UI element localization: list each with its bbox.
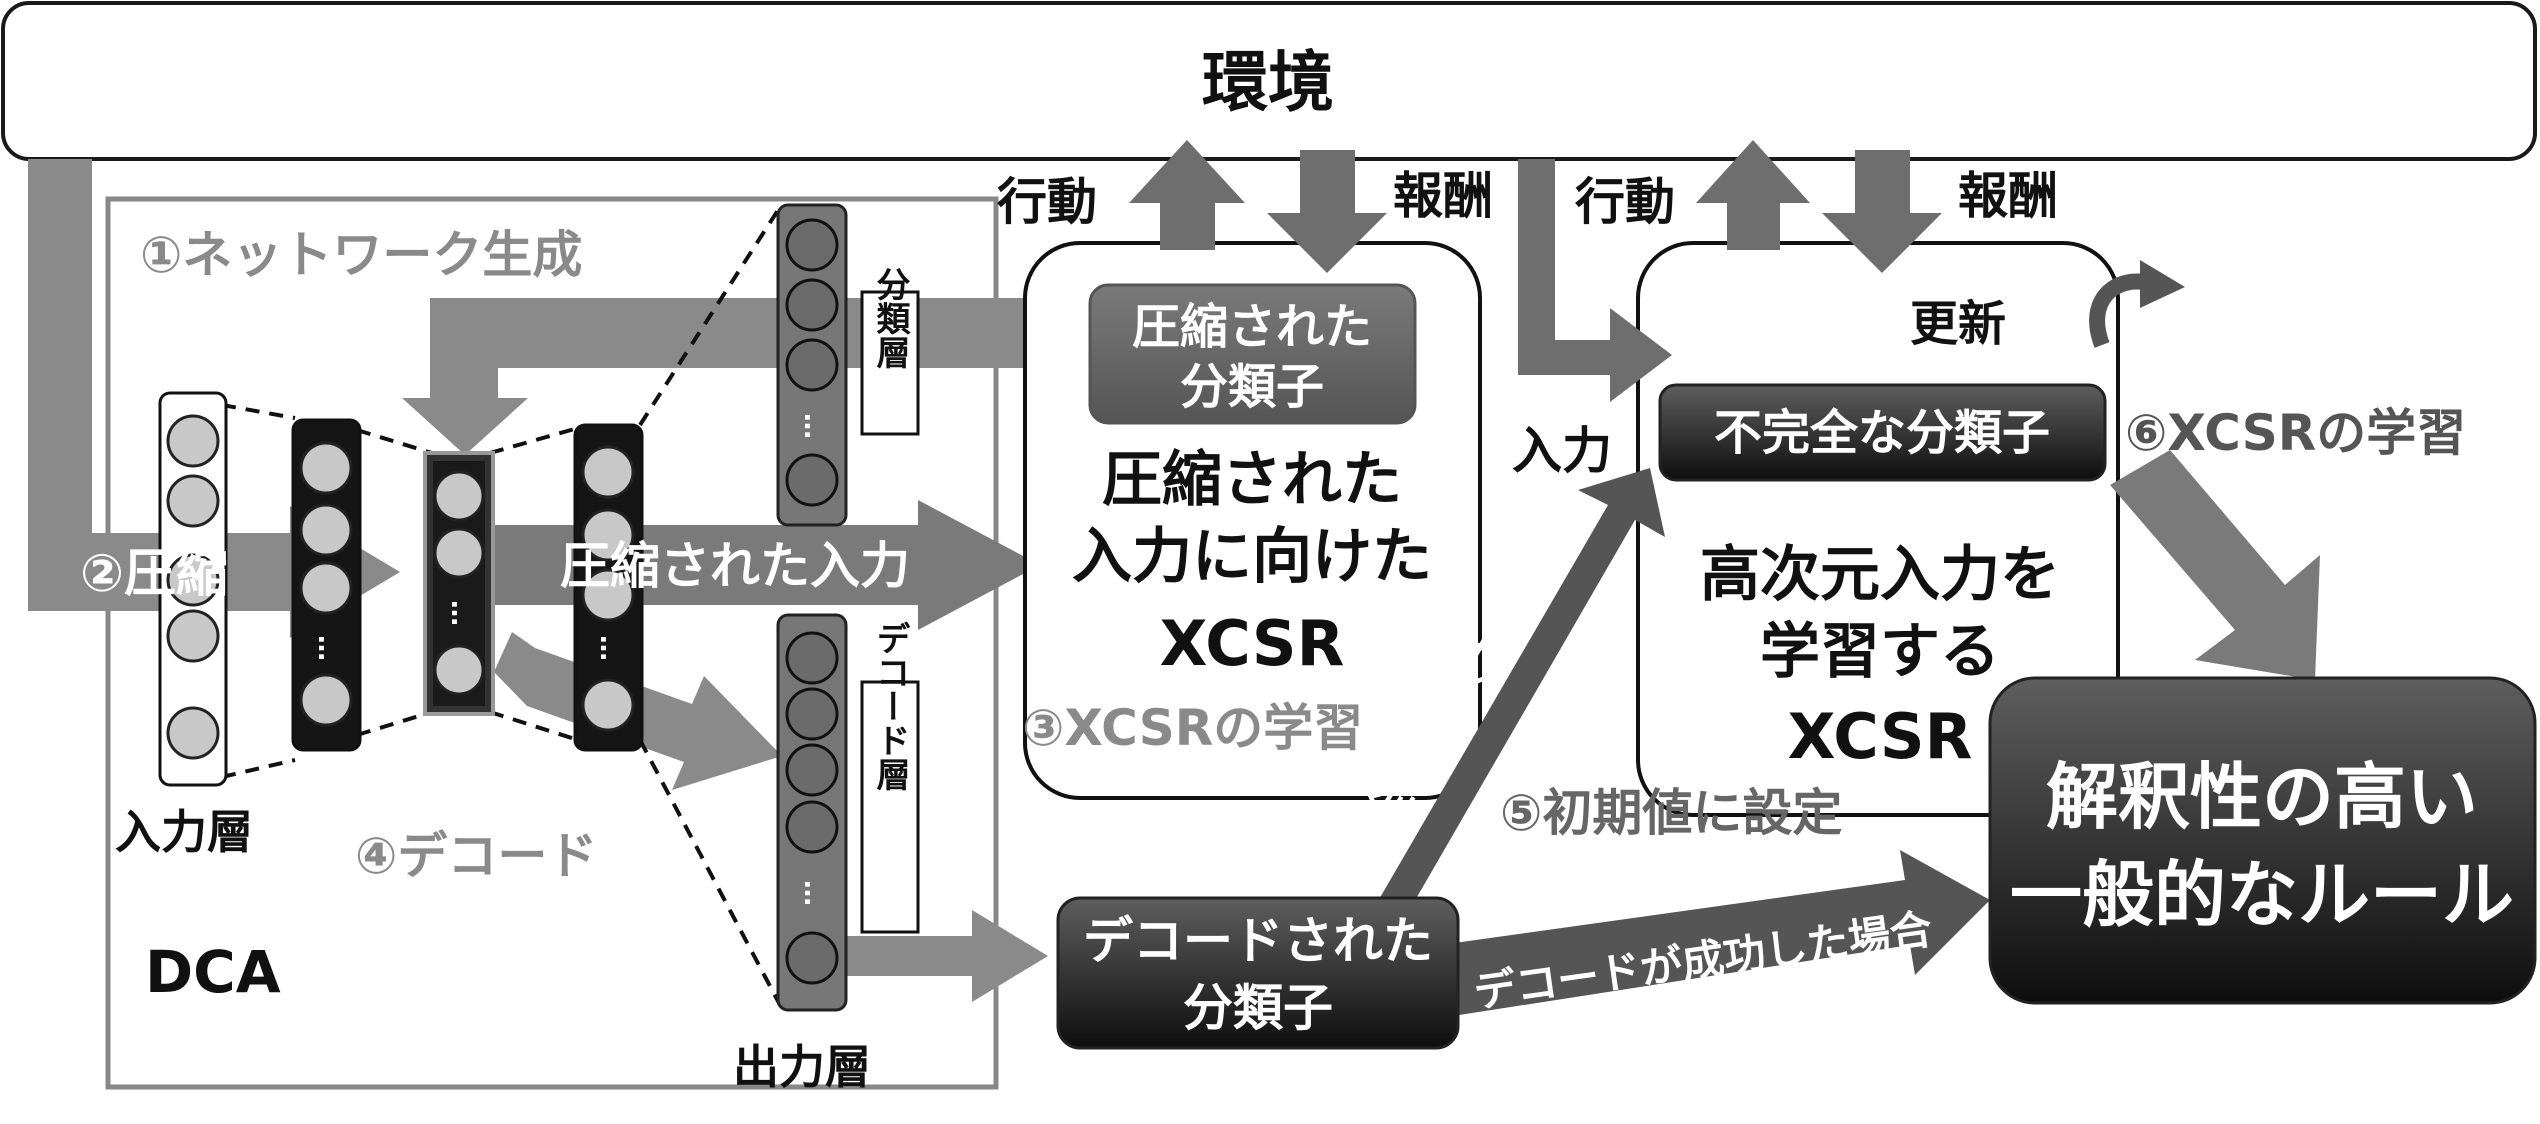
result-line2: 一般的なルール <box>2010 853 2514 937</box>
update-loop-arrow <box>2089 273 2152 348</box>
output-to-decoded-arrow <box>845 910 1048 1002</box>
step3-label: ③XCSRの学習 <box>1022 699 1363 757</box>
xcsr-high-title-2: 学習する <box>1760 617 2000 687</box>
hidden-layer-1-nodes <box>299 441 353 727</box>
environment-label: 環境 <box>1202 44 1334 121</box>
environment-box <box>1 1 2537 161</box>
result-box <box>1988 676 2537 1005</box>
network-connections <box>221 205 782 1006</box>
compressed-input-label: 圧縮された入力 <box>560 537 910 595</box>
update-loop-head <box>2140 260 2185 308</box>
classification-layer-nodes <box>785 218 839 507</box>
dca-frame <box>105 196 999 1090</box>
step5-label: ⑤初期値に設定 <box>1500 784 1842 842</box>
decode-layer-tag <box>860 680 920 934</box>
decode-layer-label: デコード層 <box>870 621 910 791</box>
hidden-layer-2-ellipsis: … <box>594 635 624 661</box>
input-label-right: 入力 <box>1512 422 1612 480</box>
xcsr-high-title-3: XCSR <box>1788 700 1973 773</box>
hidden-layer-2-nodes <box>581 445 635 732</box>
decode-layer-nodes <box>785 631 839 985</box>
action-arrow-left <box>1129 140 1245 250</box>
reward-label-left: 報酬 <box>1393 167 1493 225</box>
classification-ellipsis: … <box>798 413 828 439</box>
decode-ellipsis: … <box>798 880 828 906</box>
reward-arrow-left <box>1267 150 1387 273</box>
compressed-classifier-line1: 圧縮された <box>1132 299 1372 355</box>
action-arrow-right <box>1696 140 1810 250</box>
reward-label-right: 報酬 <box>1958 167 2058 225</box>
bottleneck-nodes <box>433 470 485 696</box>
step6-label: ⑥XCSRの学習 <box>2125 404 2466 462</box>
compressed-classifier-line2: 分類子 <box>1180 359 1324 415</box>
bottleneck-ellipsis: … <box>445 600 475 626</box>
step2-label: ②圧縮 <box>80 544 228 604</box>
step4-label: ④デコード <box>355 827 597 885</box>
classification-layer-tag <box>860 290 920 436</box>
hidden-layer-1-ellipsis: … <box>312 635 342 661</box>
result-line1: 解釈性の高い <box>2046 755 2478 839</box>
classification-layer-label: 分類層 <box>870 267 910 369</box>
env-to-xcsr-input-arrow <box>1518 159 1672 402</box>
xcsr-compressed-title-3: XCSR <box>1160 607 1345 680</box>
input-layer-nodes <box>166 414 220 760</box>
decoded-classifier-box <box>1056 896 1460 1050</box>
success-case-arrow <box>1440 850 1990 1018</box>
incomplete-case-arrow <box>1330 468 1665 935</box>
decoded-classifier-line1: デコードされた <box>1083 912 1433 970</box>
xcsr-compressed-title-1: 圧縮された <box>1102 445 1402 515</box>
action-label-right: 行動 <box>1575 173 1675 231</box>
decoded-classifier-line2: 分類子 <box>1183 979 1333 1037</box>
step1-label: ①ネットワーク生成 <box>140 226 582 284</box>
input-layer-label: 入力層 <box>115 805 253 859</box>
xcsr-compressed-title-2: 入力に向けた <box>1072 522 1432 592</box>
output-layer-label: 出力層 <box>733 1040 871 1094</box>
incomplete-classifier-box <box>1658 383 2107 482</box>
incomplete-classifier-label: 不完全な分類子 <box>1714 405 2050 461</box>
xcsr-high-title-1: 高次元入力を <box>1700 540 2060 610</box>
reward-arrow-right <box>1822 150 1942 273</box>
classifier-to-result-arrow <box>2110 450 2320 680</box>
dca-label: DCA <box>145 938 281 1006</box>
update-label: 更新 <box>1910 296 2006 352</box>
classifier-feedback-arrow <box>402 298 1110 455</box>
action-label-left: 行動 <box>997 173 1097 231</box>
compressed-classifier-box <box>1088 283 1417 425</box>
